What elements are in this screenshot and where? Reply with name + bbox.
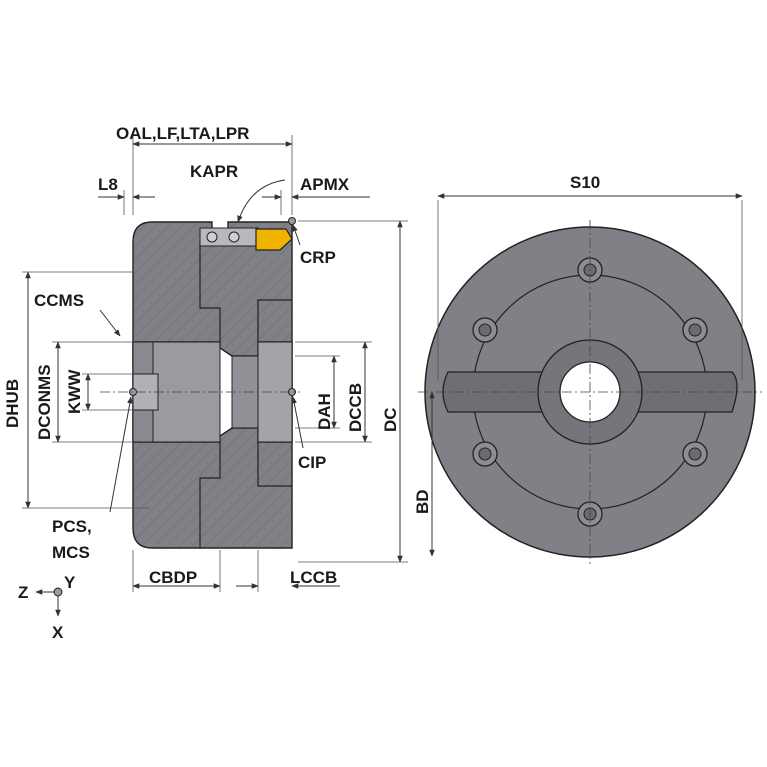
label-l8: L8	[98, 175, 118, 194]
axis-triad	[35, 587, 63, 617]
label-oal: OAL,LF,LTA,LPR	[116, 124, 249, 143]
label-cip: CIP	[298, 453, 326, 472]
wedge-screw	[228, 231, 240, 243]
label-bd: BD	[413, 489, 432, 514]
front-dimensions	[429, 193, 743, 557]
bolt-hole	[472, 441, 498, 467]
label-dhub: DHUB	[3, 379, 22, 428]
axis-label-y: Y	[64, 573, 76, 592]
label-cbdp: CBDP	[149, 568, 197, 587]
label-dconms: DCONMS	[35, 364, 54, 440]
axis-label-z: Z	[18, 583, 28, 602]
bolt-hole	[682, 441, 708, 467]
label-kapr: KAPR	[190, 162, 238, 181]
insert	[255, 228, 293, 251]
side-dimensions	[22, 135, 408, 592]
bolt-hole	[682, 317, 708, 343]
side-view	[100, 217, 300, 549]
label-lccb: LCCB	[290, 568, 337, 587]
label-pcs: PCS,	[52, 517, 92, 536]
front-view	[418, 220, 762, 564]
label-dccb: DCCB	[346, 383, 365, 432]
axis-label-x: X	[52, 623, 64, 642]
bolt-hole	[472, 317, 498, 343]
label-crp: CRP	[300, 248, 336, 267]
label-s10: S10	[570, 173, 600, 192]
label-dc: DC	[381, 407, 400, 432]
label-ccms: CCMS	[34, 291, 84, 310]
label-kww: KWW	[65, 369, 84, 414]
label-mcs: MCS	[52, 543, 90, 562]
body-step-lines	[199, 240, 292, 548]
label-dah: DAH	[315, 393, 334, 430]
clamp-screw	[206, 231, 218, 243]
label-apmx: APMX	[300, 175, 350, 194]
crp-point	[288, 217, 296, 225]
